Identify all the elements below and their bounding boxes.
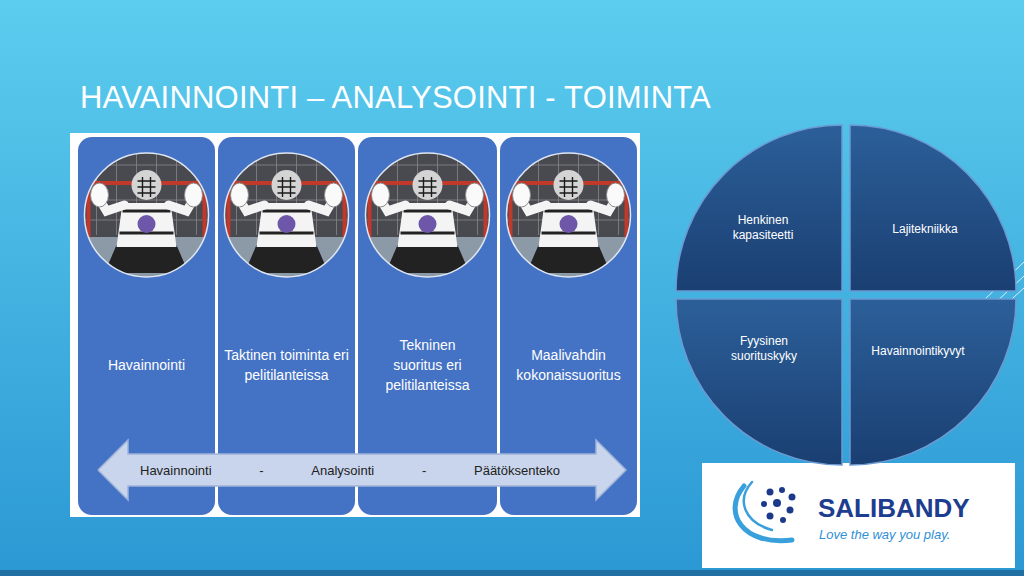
quadrant-shape bbox=[676, 299, 842, 465]
brand-tagline: Love the way you play. bbox=[819, 527, 950, 542]
arrow-label: Päätöksenteko bbox=[474, 463, 560, 478]
column-label: Maalivahdin kokonaissuoritus bbox=[505, 345, 633, 385]
pie-quadrant: Havainnointikyvyt bbox=[850, 299, 1016, 465]
arrow-text-row: Havainnointi - Analysointi - Päätöksenteko bbox=[140, 454, 560, 486]
quadrant-label: Henkinen kapasiteetti bbox=[717, 213, 809, 243]
pie-quadrant: Henkinen kapasiteetti bbox=[676, 125, 842, 291]
quadrant-shape bbox=[850, 125, 1016, 291]
quadrant-label: Fyysinen suorituskyky bbox=[718, 334, 810, 364]
arrow-label: - bbox=[422, 463, 426, 478]
quadrant-outline bbox=[850, 299, 1016, 465]
quadrant-label: Havainnointikyvyt bbox=[862, 344, 974, 359]
arrow-label: Analysointi bbox=[311, 463, 374, 478]
arrow-label: - bbox=[259, 463, 263, 478]
quadrant-shape bbox=[850, 299, 1016, 465]
quadrant-shape bbox=[676, 125, 842, 291]
process-arrow: Havainnointi - Analysointi - Päätöksenteko bbox=[98, 440, 626, 500]
column-label: Havainnointi bbox=[83, 355, 211, 375]
logo-box: SALIBANDY Love the way you play. bbox=[702, 463, 1015, 568]
slide-title: HAVAINNOINTI – ANALYSOINTI - TOIMINTA bbox=[80, 80, 711, 116]
quadrant-outline bbox=[676, 125, 842, 291]
pie-quadrant: Fyysinen suorituskyky bbox=[676, 299, 842, 465]
brand-name: SALIBANDY bbox=[818, 493, 970, 524]
column-label: Taktinen toiminta eri pelitilanteissa bbox=[223, 345, 351, 385]
column-label: Tekninen suoritus eri pelitilanteissa bbox=[375, 335, 480, 395]
arrow-outline bbox=[98, 440, 626, 500]
arrow-label: Havainnointi bbox=[140, 463, 212, 478]
pie-quadrant: Lajitekniikka bbox=[850, 125, 1016, 291]
quadrant-outline bbox=[676, 299, 842, 465]
quadrant-outline bbox=[850, 125, 1016, 291]
quadrant-label: Lajitekniikka bbox=[875, 222, 975, 237]
